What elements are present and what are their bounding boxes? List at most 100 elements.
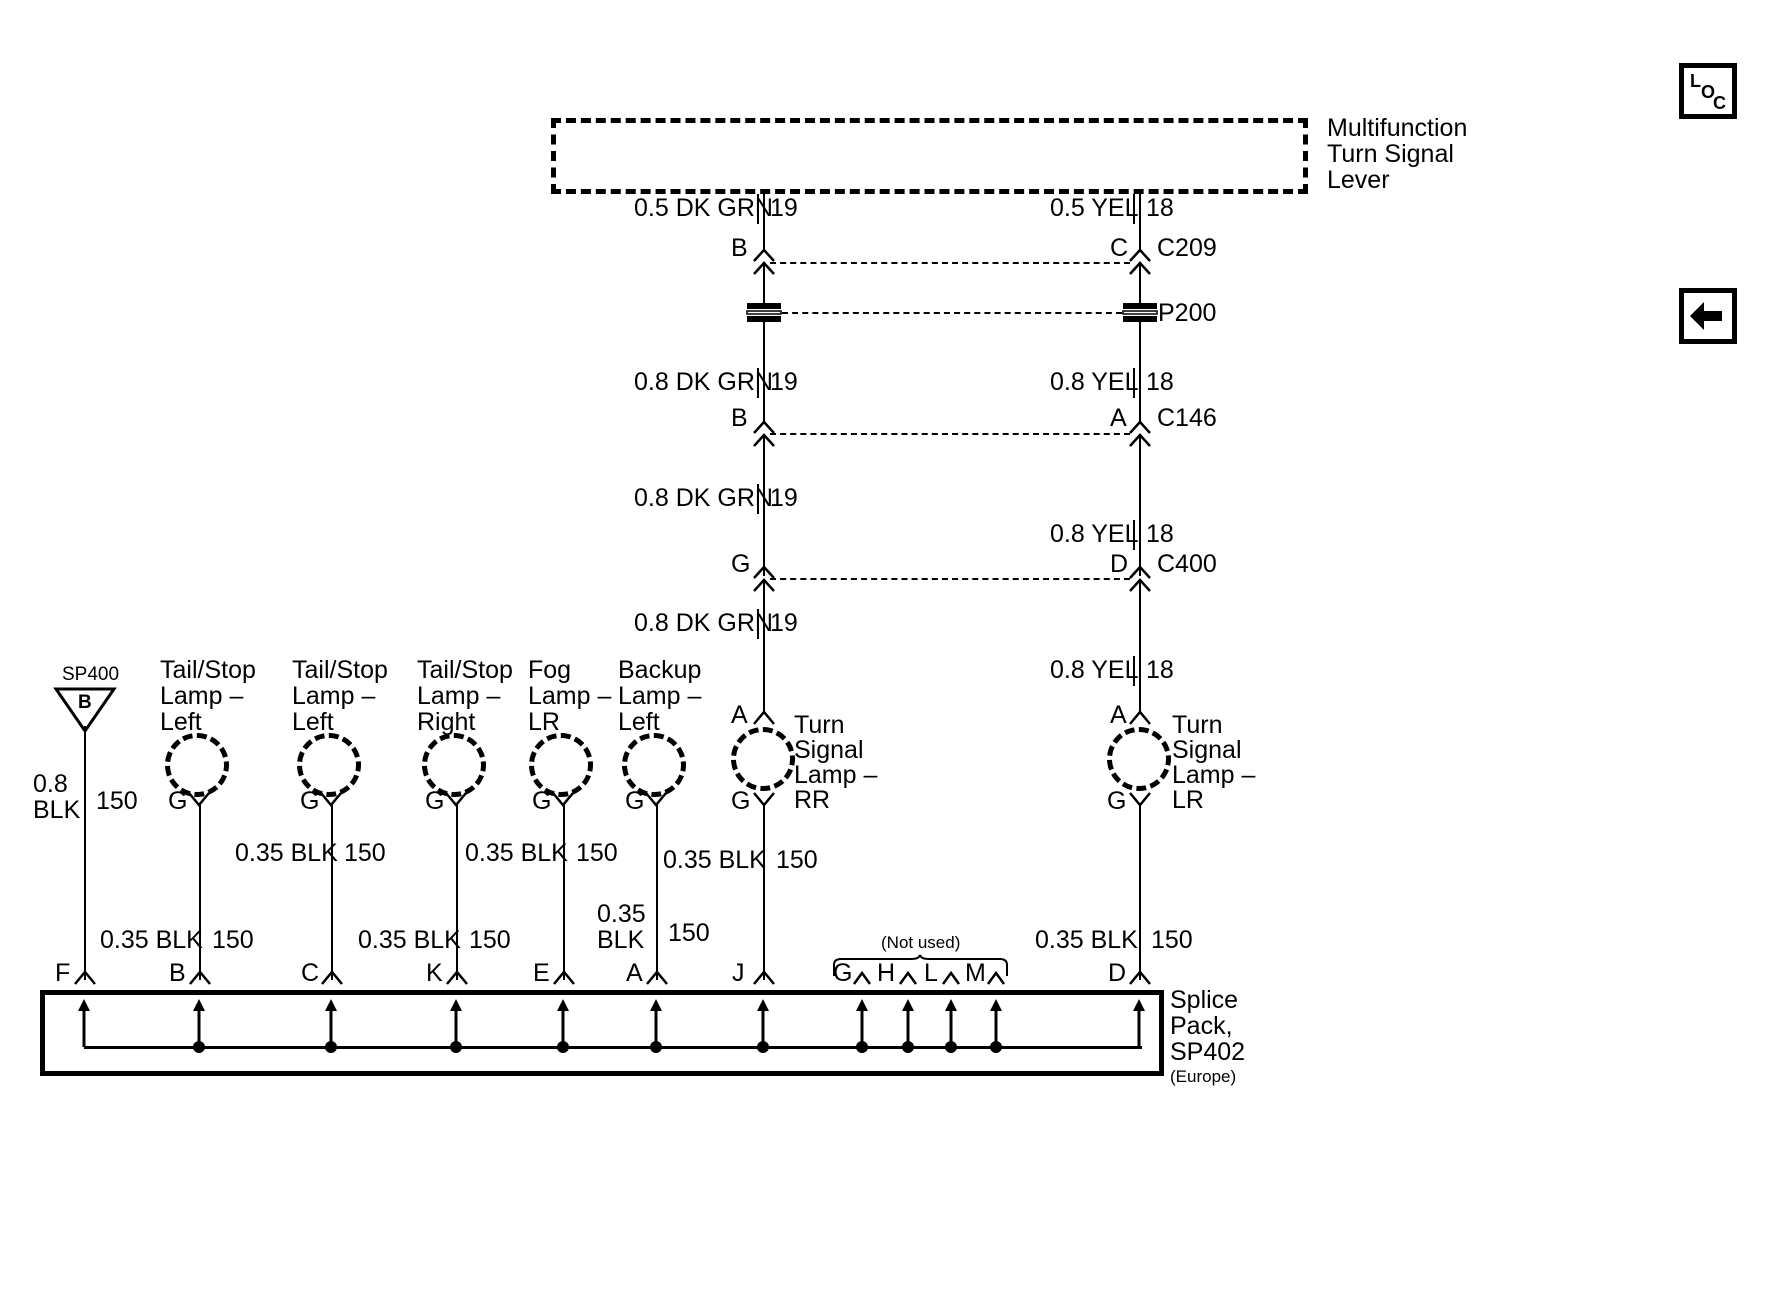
lamp-1-wire: [331, 805, 333, 980]
lamp-6-terminal: G: [1107, 787, 1127, 815]
not-used-pin-3: M: [965, 959, 986, 987]
lamp-5-pin: J: [732, 959, 745, 987]
dkgrn-circuit-4: 19: [770, 609, 798, 637]
not-used-brace-icon: [833, 954, 1008, 976]
sp400-terminal: B: [78, 692, 92, 713]
lamp-5-wire-color: 0.35 BLK: [663, 846, 766, 874]
lamp-1-symbol: [297, 733, 361, 797]
wire-yel-seg2: [1139, 264, 1141, 308]
lamp-0-symbol: [165, 733, 229, 797]
loc-icon[interactable]: L O C: [1679, 63, 1737, 119]
lamp-2-label-line2: Lamp –: [417, 682, 501, 710]
yel-label-sep-2: [1133, 368, 1135, 398]
lamp-5-label-line2: Signal: [794, 736, 864, 764]
lamp-6-circuit: 150: [1151, 926, 1193, 954]
not-used-pin-2: L: [924, 959, 938, 987]
yel-wire-label-3: 0.8 YEL: [1050, 520, 1139, 548]
splice-pack-internal-arrows: [78, 999, 1145, 1053]
wire-yel-seg5: [1139, 582, 1141, 712]
not-used-pin-0-connector-icon: [852, 970, 872, 985]
p200-left-connector-icon: [746, 303, 782, 322]
lamp-0-label-line1: Tail/Stop: [160, 656, 256, 684]
lamp-6-wire: [1139, 805, 1141, 980]
lamp-3-sep: [563, 839, 565, 869]
lamp-3-pin-connector-icon: [553, 970, 575, 985]
lamp-3-pin: E: [533, 959, 550, 987]
dkgrn-wire-label-4: 0.8 DK GRN: [634, 609, 773, 637]
lamp-3-terminal: G: [532, 787, 552, 815]
sp400-triangle-icon: [53, 687, 117, 734]
lever-label-line1: Multifunction: [1327, 114, 1468, 142]
c146-right-connector-icon: [1129, 420, 1151, 447]
lamp-2-symbol: [422, 733, 486, 797]
lamp-1-sep: [331, 839, 333, 869]
wire-dkgrn-seg5: [763, 582, 765, 712]
splice-pack-bus-bar: [84, 1046, 1142, 1049]
lamp-4-pin: A: [626, 959, 643, 987]
loc-icon-letter-l: L: [1690, 71, 1701, 91]
yel-label-sep-4: [1133, 656, 1135, 686]
c146-right-terminal: A: [1110, 404, 1127, 432]
sp400-wire: [84, 726, 86, 980]
lamp-1-circuit: 150: [344, 839, 386, 867]
not-used-pin-3-connector-icon: [986, 970, 1006, 985]
wire-label-sep-1: [757, 194, 759, 224]
lamp-5-terminal-top: A: [731, 701, 748, 729]
lamp-3-label-line2: Lamp –: [528, 682, 612, 710]
lamp-5-label-line1: Turn: [794, 711, 845, 739]
yel-wire-label-4: 0.8 YEL: [1050, 656, 1139, 684]
lamp-6-pin: D: [1108, 959, 1127, 987]
splice-pack-label-line3: SP402: [1170, 1038, 1246, 1066]
splice-pack-label-line4: (Europe): [1170, 1067, 1237, 1086]
yel-label-sep-3: [1133, 520, 1135, 550]
lamp-4-symbol: [622, 733, 686, 797]
lamp-2-pin: K: [426, 959, 443, 987]
c146-left-connector-icon: [753, 420, 775, 447]
yel-circuit-2: 18: [1146, 368, 1174, 396]
wire-dkgrn-seg4: [763, 436, 765, 576]
lamp-6-label-line2: Signal: [1172, 736, 1242, 764]
lamp-0-pin-connector-icon: [189, 970, 211, 985]
c209-left-terminal: B: [731, 234, 748, 262]
lamp-5-sep: [763, 846, 765, 876]
lamp-3-wire-color: 0.35 BLK: [465, 839, 568, 867]
yel-circuit-4: 18: [1146, 656, 1174, 684]
lamp-1-wire-color: 0.35 BLK: [235, 839, 338, 867]
lamp-0-label-line3: Left: [160, 708, 202, 736]
lamp-5-terminal: G: [731, 787, 751, 815]
not-used-pin-1: H: [877, 959, 896, 987]
lamp-6-label-line1: Turn: [1172, 711, 1223, 739]
lamp-0-wire-color: 0.35 BLK: [100, 926, 203, 954]
c146-label: C146: [1157, 404, 1217, 432]
lamp-5-top-connector-icon: [753, 710, 775, 725]
lamp-3-label-line3: LR: [528, 708, 560, 736]
lamp-0-circuit: 150: [212, 926, 254, 954]
yel-circuit-1: 18: [1146, 194, 1174, 222]
not-used-caption: (Not used): [881, 933, 961, 952]
dkgrn-circuit-1: 19: [770, 194, 798, 222]
not-used-pin-1-connector-icon: [898, 970, 918, 985]
back-arrow-icon[interactable]: [1679, 288, 1737, 344]
c400-left-terminal: G: [731, 550, 751, 578]
lamp-0-terminal: G: [168, 787, 188, 815]
wire-dkgrn-seg2: [763, 264, 765, 308]
lamp-6-sep: [1139, 926, 1141, 956]
c400-label: C400: [1157, 550, 1217, 578]
wire-yel-seg4: [1139, 436, 1141, 576]
sp400-wire-color-line1: 0.8: [33, 770, 68, 798]
lamp-0-pin: B: [169, 959, 186, 987]
lamp-5-wire: [763, 805, 765, 980]
p200-dashed-link: [782, 312, 1122, 314]
sp400-pin-connector-icon: [74, 970, 96, 985]
dkgrn-wire-label-1: 0.5 DK GRN: [634, 194, 773, 222]
lamp-1-terminal: G: [300, 787, 320, 815]
yel-wire-label-1: 0.5 YEL: [1050, 194, 1139, 222]
lamp-4-wire: [656, 805, 658, 980]
lamp-2-sep: [456, 926, 458, 956]
lamp-4-circuit: 150: [668, 919, 710, 947]
loc-icon-letter-o: O: [1701, 82, 1716, 102]
lamp-2-circuit: 150: [469, 926, 511, 954]
lamp-0-label-line2: Lamp –: [160, 682, 244, 710]
wire-dkgrn-seg3: [763, 322, 765, 424]
splice-pack-label-line2: Pack,: [1170, 1012, 1233, 1040]
